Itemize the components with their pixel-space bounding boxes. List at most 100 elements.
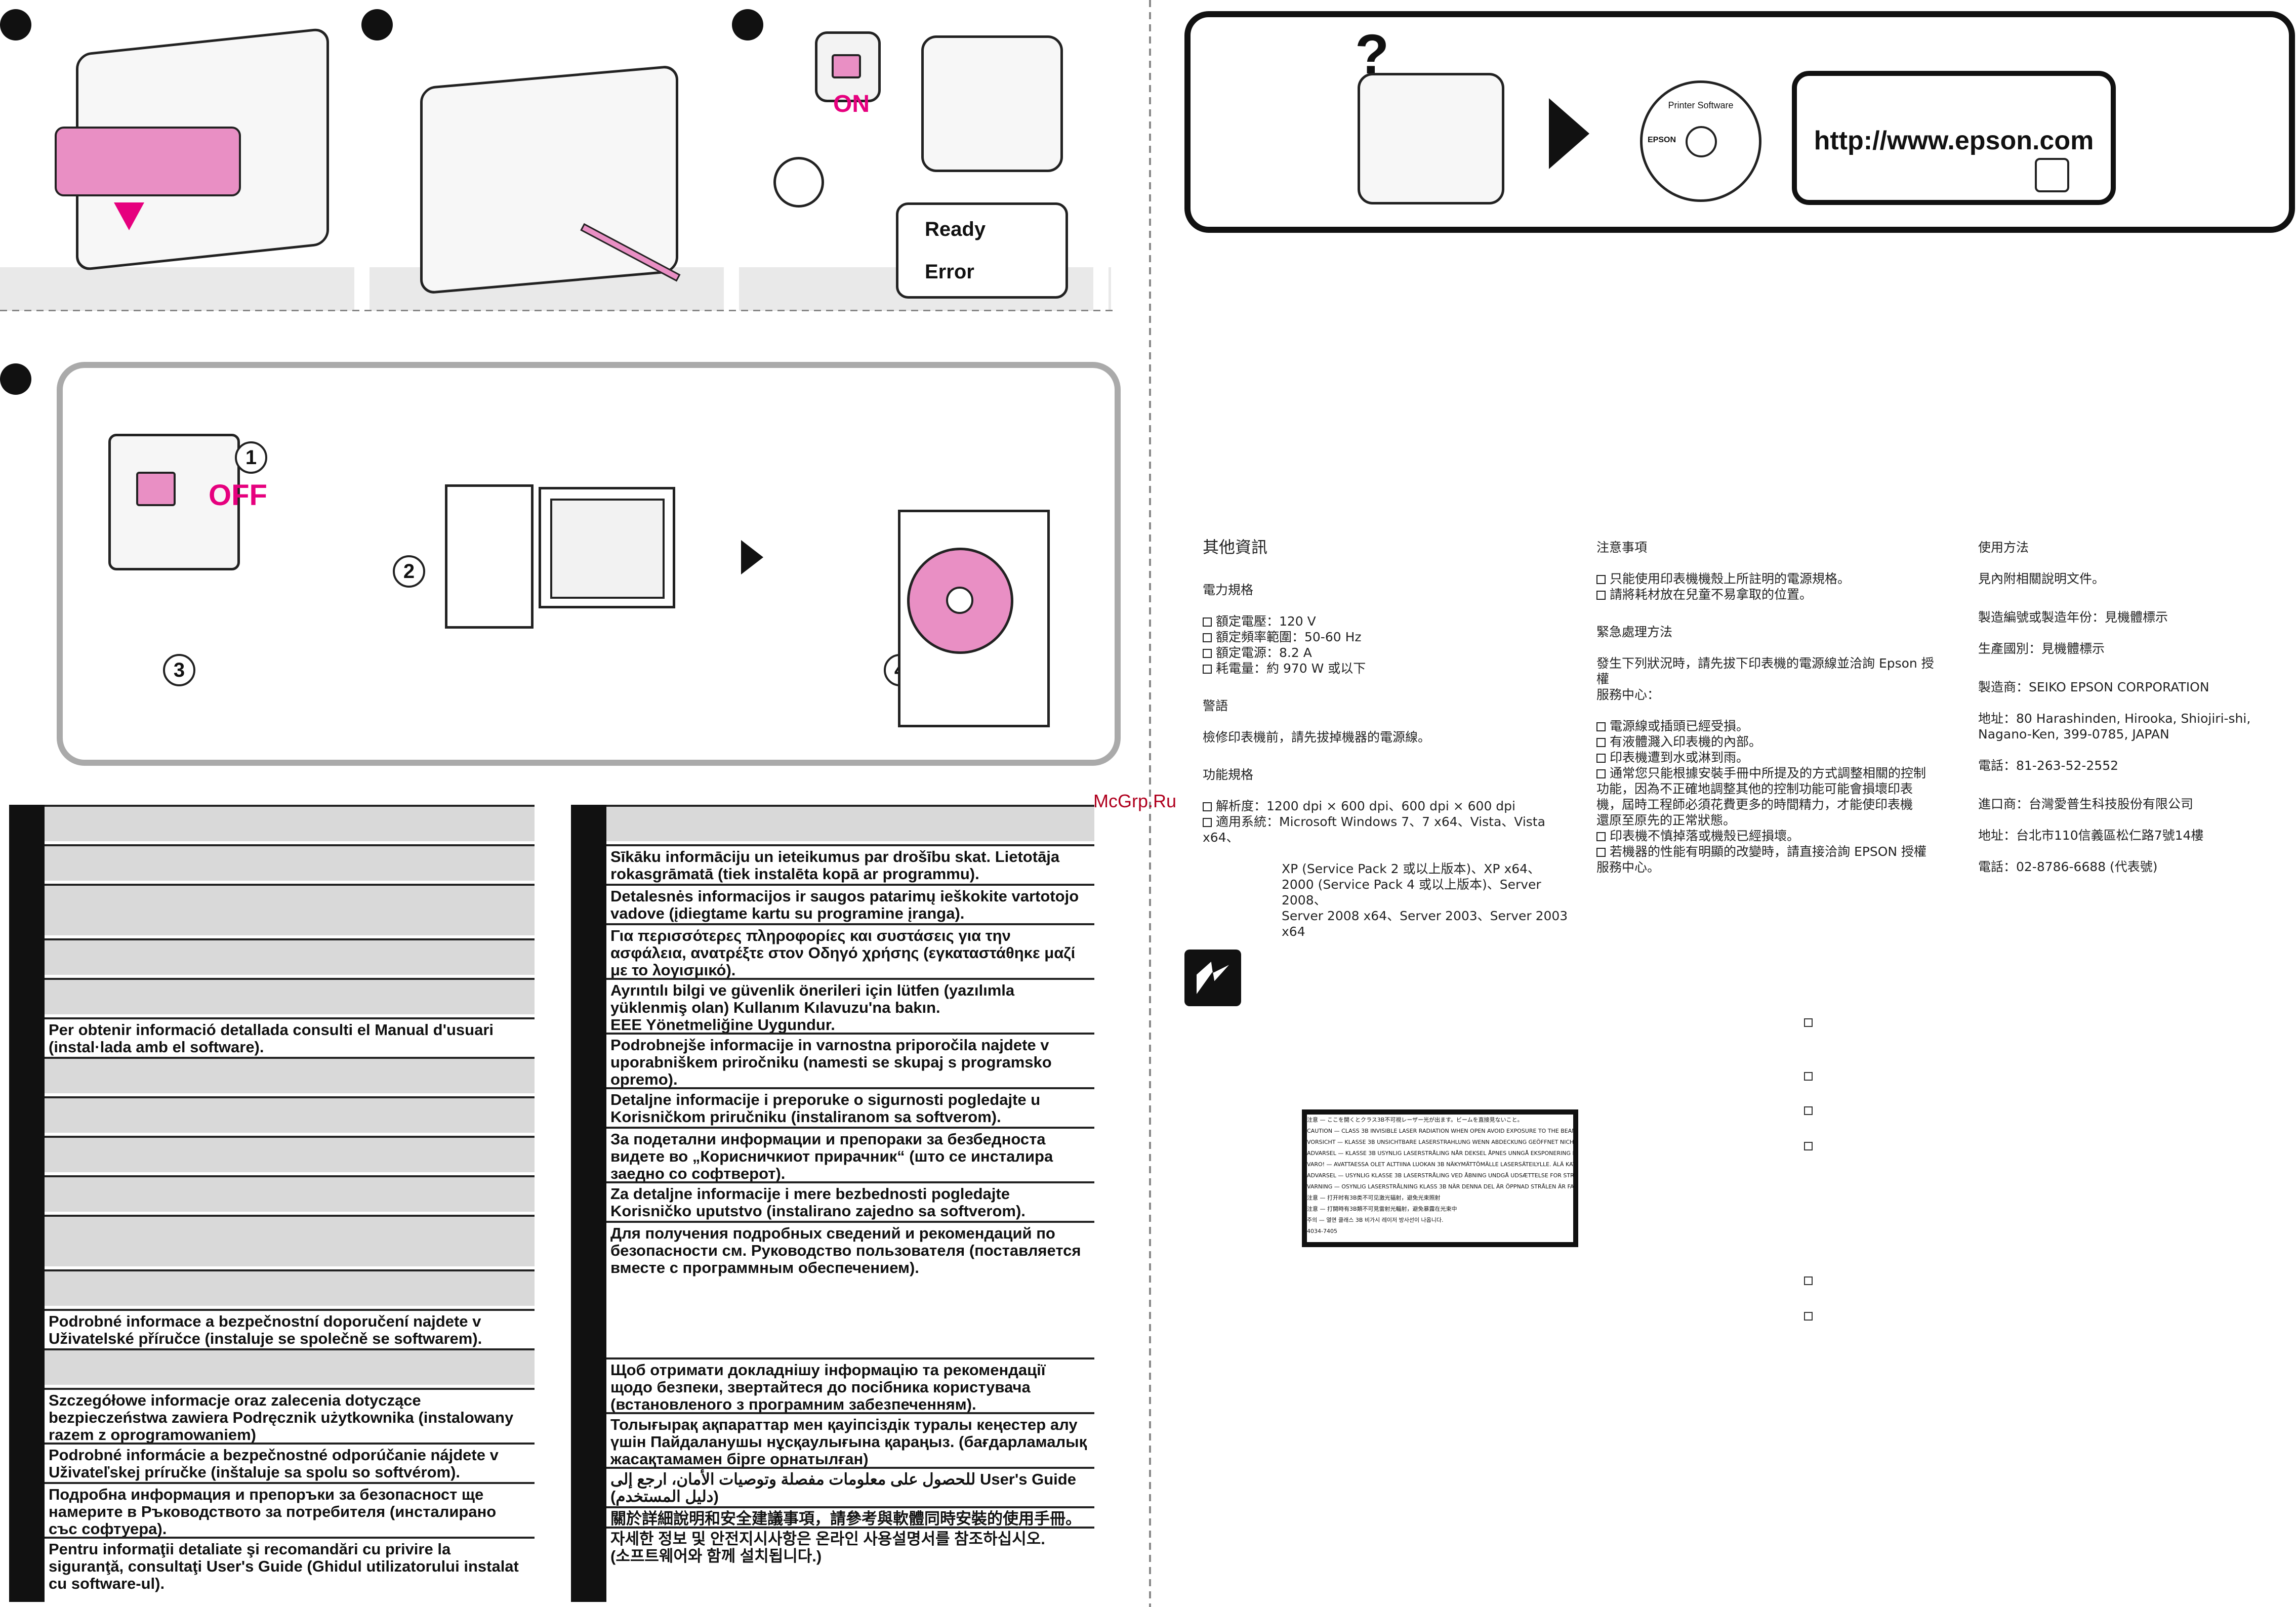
bullet-box: [1804, 1072, 1813, 1081]
error-label: Error: [925, 261, 974, 283]
laser-warning-label: 注意 — ここを開くとクラス3B不可視レーザー光が出ます。ビームを直接見ないこと…: [1302, 1109, 1578, 1247]
checkbox-text: 解析度：1200 dpi × 600 dpi、600 dpi × 600 dpi: [1216, 799, 1515, 813]
pointing-hand-icon: [2035, 158, 2069, 192]
laser-label-line: 注意 — ここを開くとクラス3B不可視レーザー光が出ます。ビームを直接見ないこと…: [1307, 1117, 1523, 1123]
checkbox-item: 額定頻率範圍：50-60 Hz: [1203, 629, 1582, 645]
step-number-marker: [0, 9, 31, 40]
language-row: Pentru informaţii detaliate şi recomandă…: [45, 1537, 535, 1592]
off-switch-closeup: [108, 434, 240, 570]
checkbox-icon: [1596, 591, 1606, 600]
bullet-box: [1804, 1018, 1813, 1027]
paper-stack: [55, 127, 241, 196]
checkbox-text: 額定電源：8.2 A: [1216, 645, 1312, 660]
language-row: Podrobnejše informacije in varnostna pri…: [606, 1033, 1094, 1088]
cd-icon: [907, 548, 1013, 654]
laser-label-line: ADVARSEL — KLASSE 3B USYNLIG LASERSTRÅLI…: [1307, 1150, 1573, 1157]
importer-line: 進口商：台灣愛普生科技股份有限公司: [1978, 797, 2194, 811]
language-row: [45, 805, 535, 841]
panel-closeup: Ready Error: [896, 202, 1068, 299]
tel-line: 電話：81-263-52-2552: [1978, 758, 2119, 773]
checkbox-item: 適用系統：Microsoft Windows 7、7 x64、Vista、Vis…: [1203, 814, 1582, 845]
laser-label-line: 4034-7405: [1307, 1228, 1337, 1234]
language-row: للحصول على معلومات مفصلة وتوصيات الأمان،…: [606, 1467, 1094, 1522]
checkbox-icon: [1203, 818, 1212, 827]
other-info-title: 其他資訊: [1203, 538, 1268, 557]
checkbox-text: 耗電量：約 970 W 或以下: [1216, 661, 1366, 676]
arrow-right-icon: [1549, 98, 1589, 169]
language-row: Podrobné informace a bezpečnostní doporu…: [45, 1309, 535, 1347]
laser-label-line: VORSICHT — KLASSE 3B UNSICHTBARE LASERST…: [1307, 1139, 1573, 1145]
language-row: [45, 978, 535, 1014]
importer-address: 地址：台北市110信義區松仁路7號14樓: [1978, 828, 2204, 843]
function-spec-cont: XP (Service Pack 2 或以上版本)、XP x64、 2000 (…: [1282, 861, 1568, 939]
checkbox-text: 請將耗材放在兒童不易拿取的位置。: [1610, 587, 1813, 602]
maker-line: 製造商：SEIKO EPSON CORPORATION: [1978, 680, 2209, 694]
language-row: [45, 1136, 535, 1172]
checkbox-icon: [1203, 617, 1212, 627]
emergency-text: 發生下列狀況時，請先拔下印表機的電源線並洽詢 Epson 授權 服務中心：: [1596, 656, 1934, 702]
date-line-2: 生產國別：見機體標示: [1978, 641, 2105, 656]
step-number-marker: [361, 9, 393, 40]
checkbox-item: 若機器的性能有明顯的改變時，請直接洽詢 EPSON 授權 服務中心。: [1596, 844, 1941, 875]
language-row: Ayrıntılı bilgi ve güvenlik önerileri iç…: [606, 978, 1094, 1034]
checkbox-item: 有液體濺入印表機的內部。: [1596, 734, 1941, 750]
language-row: [45, 938, 535, 975]
checkbox-icon: [1596, 848, 1606, 857]
language-row: [45, 1215, 535, 1266]
page-fold-line: [1149, 0, 1151, 1607]
checkbox-text: 電源線或插頭已經受損。: [1610, 719, 1749, 733]
language-row: Για περισσότερες πληροφορίες και συστάσε…: [606, 923, 1094, 979]
language-row: Per obtenir informació detallada consult…: [45, 1017, 535, 1056]
cd-icon: Printer Software EPSON: [1640, 80, 1761, 202]
laser-label-line: 注意 — 打開時有3B類不可見雷射光輻射，避免暴露在光束中: [1307, 1206, 1457, 1212]
url-box[interactable]: http://www.epson.com: [1792, 71, 2116, 205]
chinese-col-3: 使用方法 見內附相關說明文件。 製造編號或製造年份：見機體標示 生產國別：見機體…: [1978, 524, 2282, 890]
checkbox-text: 若機器的性能有明顯的改變時，請直接洽詢 EPSON 授權 服務中心。: [1596, 844, 1927, 875]
laser-label-line: VARNING — OSYNLIG LASERSTRÅLNING KLASS 3…: [1307, 1183, 1573, 1190]
checkbox-text: 通常您只能根據安裝手冊中所提及的方式調整相關的控制 功能，因為不正確地調整其他的…: [1596, 766, 1926, 828]
step-number-marker: [732, 9, 763, 40]
laser-label-line: VARO! — AVATTAESSA OLET ALTTIINA LUOKAN …: [1307, 1161, 1573, 1168]
notice-title: 注意事項: [1596, 540, 1648, 555]
emergency-title: 緊急處理方法: [1596, 625, 1673, 639]
bullet-box: [1804, 1276, 1813, 1285]
epson-url-link[interactable]: http://www.epson.com: [1814, 126, 2094, 155]
checkbox-icon: [1203, 633, 1212, 642]
language-row: Za detaljne informacije i mere bezbednos…: [606, 1181, 1094, 1220]
language-row: Sīkāku informāciju un ieteikumus par dro…: [606, 844, 1094, 883]
usage-title: 使用方法: [1978, 540, 2029, 555]
off-label: OFF: [209, 479, 267, 512]
language-row: [606, 805, 1094, 841]
on-label: ON: [833, 91, 870, 117]
checkbox-icon: [1596, 722, 1606, 731]
date-line-1: 製造編號或製造年份：見機體標示: [1978, 610, 2168, 625]
bullet-box: [1804, 1106, 1813, 1115]
checkbox-text: 適用系統：Microsoft Windows 7、7 x64、Vista、Vis…: [1203, 814, 1545, 845]
laser-label-line: 注意 — 打开时有3B类不可见激光辐射，避免光束照射: [1307, 1194, 1441, 1201]
power-switch-icon: [136, 472, 176, 506]
checkbox-text: 額定頻率範圍：50-60 Hz: [1216, 630, 1362, 644]
laser-label-line: ADVARSEL — USYNLIG KLASSE 3B LASERSTRÅLI…: [1307, 1172, 1573, 1179]
warning-text: 檢修印表機前，請先拔掉機器的電源線。: [1203, 730, 1431, 745]
language-row: [45, 1175, 535, 1212]
language-row: Podrobné informácie a bezpečnostné odpor…: [45, 1443, 535, 1481]
watermark: McGrp.Ru: [1093, 791, 1177, 811]
cd-brand: EPSON: [1648, 136, 1676, 144]
checkbox-text: 額定電壓：120 V: [1216, 614, 1316, 629]
help-info-box: ? Printer Software EPSON: [1184, 11, 2295, 233]
language-row: Щоб отримати докладнішу інформацію та ре…: [606, 1357, 1094, 1413]
checkbox-item: 電源線或插頭已經受損。: [1596, 718, 1941, 734]
checkbox-icon: [1203, 802, 1212, 811]
circled-number-2: 2: [393, 555, 425, 588]
checkbox-text: 印表機不慎掉落或機殼已經損壞。: [1610, 829, 1800, 843]
checkbox-text: 印表機遭到水或淋到雨。: [1610, 750, 1749, 765]
circled-number-3: 3: [163, 654, 195, 686]
laser-label-line: CAUTION — CLASS 3B INVISIBLE LASER RADIA…: [1307, 1128, 1573, 1134]
checkbox-item: 額定電壓：120 V: [1203, 613, 1582, 629]
language-row: Szczegółowe informacje oraz zalecenia do…: [45, 1388, 535, 1444]
checkbox-icon: [1203, 649, 1212, 658]
checkbox-icon: [1596, 754, 1606, 763]
checkbox-item: 印表機遭到水或淋到雨。: [1596, 750, 1941, 765]
down-arrow-icon: [114, 202, 144, 230]
